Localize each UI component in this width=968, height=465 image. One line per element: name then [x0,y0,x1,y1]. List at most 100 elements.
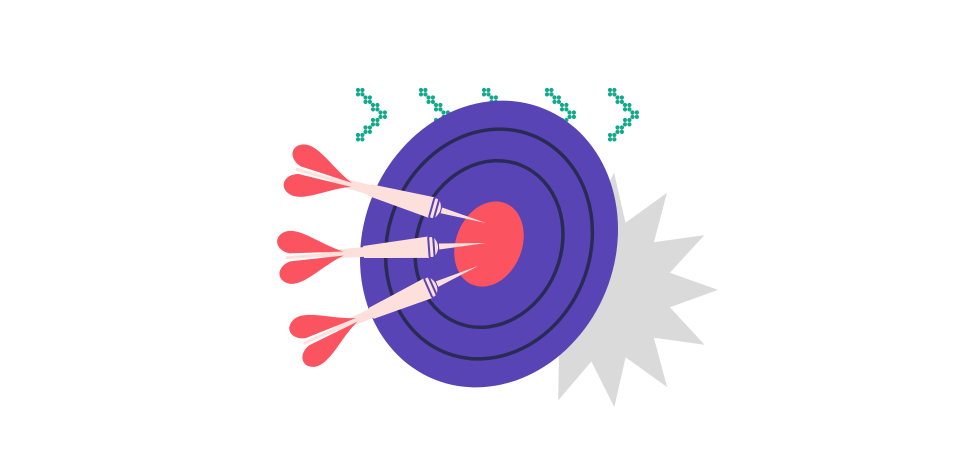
dart-barrel [363,235,439,258]
board-ring-inner [413,158,565,330]
dart-fletch-lower [279,255,344,284]
chevron-dot [418,87,424,93]
chevron-dot [607,92,613,97]
bullseye [454,201,524,287]
chevron-dot [375,122,380,127]
chevron-dot [552,99,557,104]
chevron-dot [559,102,565,108]
chevron-dot [612,87,617,93]
dart-body [289,265,479,367]
chevron-dot [622,122,628,127]
chevron-dot [370,122,376,127]
chevron-dot [559,107,565,112]
dart-fletch-lower [283,174,352,197]
chevron-dot [622,102,628,108]
chevron-dot [564,107,569,112]
chevron-dot [627,107,632,112]
chevron-dot [489,95,494,100]
chevron-dot [367,95,372,100]
chevron-dot [619,95,625,100]
chevron-dot [382,114,387,119]
chevron-dot [481,92,487,97]
chevron-dot [367,129,372,134]
chevron-dot [363,95,368,100]
chevron-dot [615,129,620,134]
dart-tip [435,265,479,287]
chevron-dot [367,125,372,130]
chevron-dot [367,99,372,104]
chevron-dot [423,87,428,93]
chevron-dot [564,102,569,108]
dart-fletch-lower [302,321,358,367]
dart-icon [289,265,479,367]
chevron-dot [615,125,620,130]
chevron-dot [375,117,380,123]
chevron-dot [627,122,632,127]
chevron-dot [549,92,554,97]
chevron-dot [360,137,365,142]
chevron-dot [615,99,620,104]
chevron-dot [360,92,365,97]
dart-tip [438,243,486,250]
chevron-dot [355,132,361,138]
dart-fletch-upper [277,230,344,254]
chevron-dot [433,107,439,112]
dart-fletch-split [303,318,358,345]
chevron-dot [571,110,577,115]
dart-fletch-upper [292,144,353,183]
chevron-dot [423,92,428,97]
chevron-dot [438,107,443,112]
chevron-dot [382,110,387,115]
chevron-dot [481,87,487,93]
board-ring-outer [383,127,595,361]
chevron-dot [627,102,632,108]
chevron-dot [612,137,617,142]
chevron-dot [630,114,635,119]
chevron [607,87,640,142]
chevron-dot [378,110,383,115]
chevron-dot [363,129,368,134]
chevron-dot [375,107,380,112]
chevron-dot [567,114,572,119]
dart-body [277,230,486,284]
dart-icon [277,230,486,284]
dart-body [283,144,486,223]
dart-fletch-split [295,167,353,187]
chevron-dot [622,107,628,112]
chevron-dot [370,117,376,123]
chevron-dot [486,92,491,97]
chevron-dot [370,107,376,112]
chevron-dot [549,87,554,93]
chevron-dot [619,129,625,134]
chevron-dot [607,137,613,142]
chevron-dot [544,92,550,97]
dart-fletch-upper [289,314,356,339]
chevron [355,87,387,142]
chevron-dot [360,87,365,93]
chevron-dot [378,114,383,119]
chevron-dot [486,87,491,93]
chevron-dot [438,102,443,108]
chevron-dot [622,117,628,123]
chevron-dot [544,87,550,93]
chevron-dot [556,95,562,100]
chevron-dot [430,99,435,104]
chevron-dot [630,110,635,115]
dart-barrel [368,276,438,319]
chevron-dot [571,114,577,119]
chevron-dot [375,102,380,108]
chevron-dot [634,114,640,119]
chevron-dot [363,125,368,130]
chevron-dot [615,95,620,100]
chevron-dot [619,125,625,130]
chevron-dot [360,132,365,138]
chevron-dot [370,102,376,108]
chevron-dot [567,110,572,115]
dart-barrel [367,184,441,220]
chevron-dot [607,87,613,93]
chevron-dot [493,95,498,100]
dartboard-icon [360,100,618,388]
chevron-dot [433,102,439,108]
chevron-dot [430,95,435,100]
chevron-dot [418,92,424,97]
